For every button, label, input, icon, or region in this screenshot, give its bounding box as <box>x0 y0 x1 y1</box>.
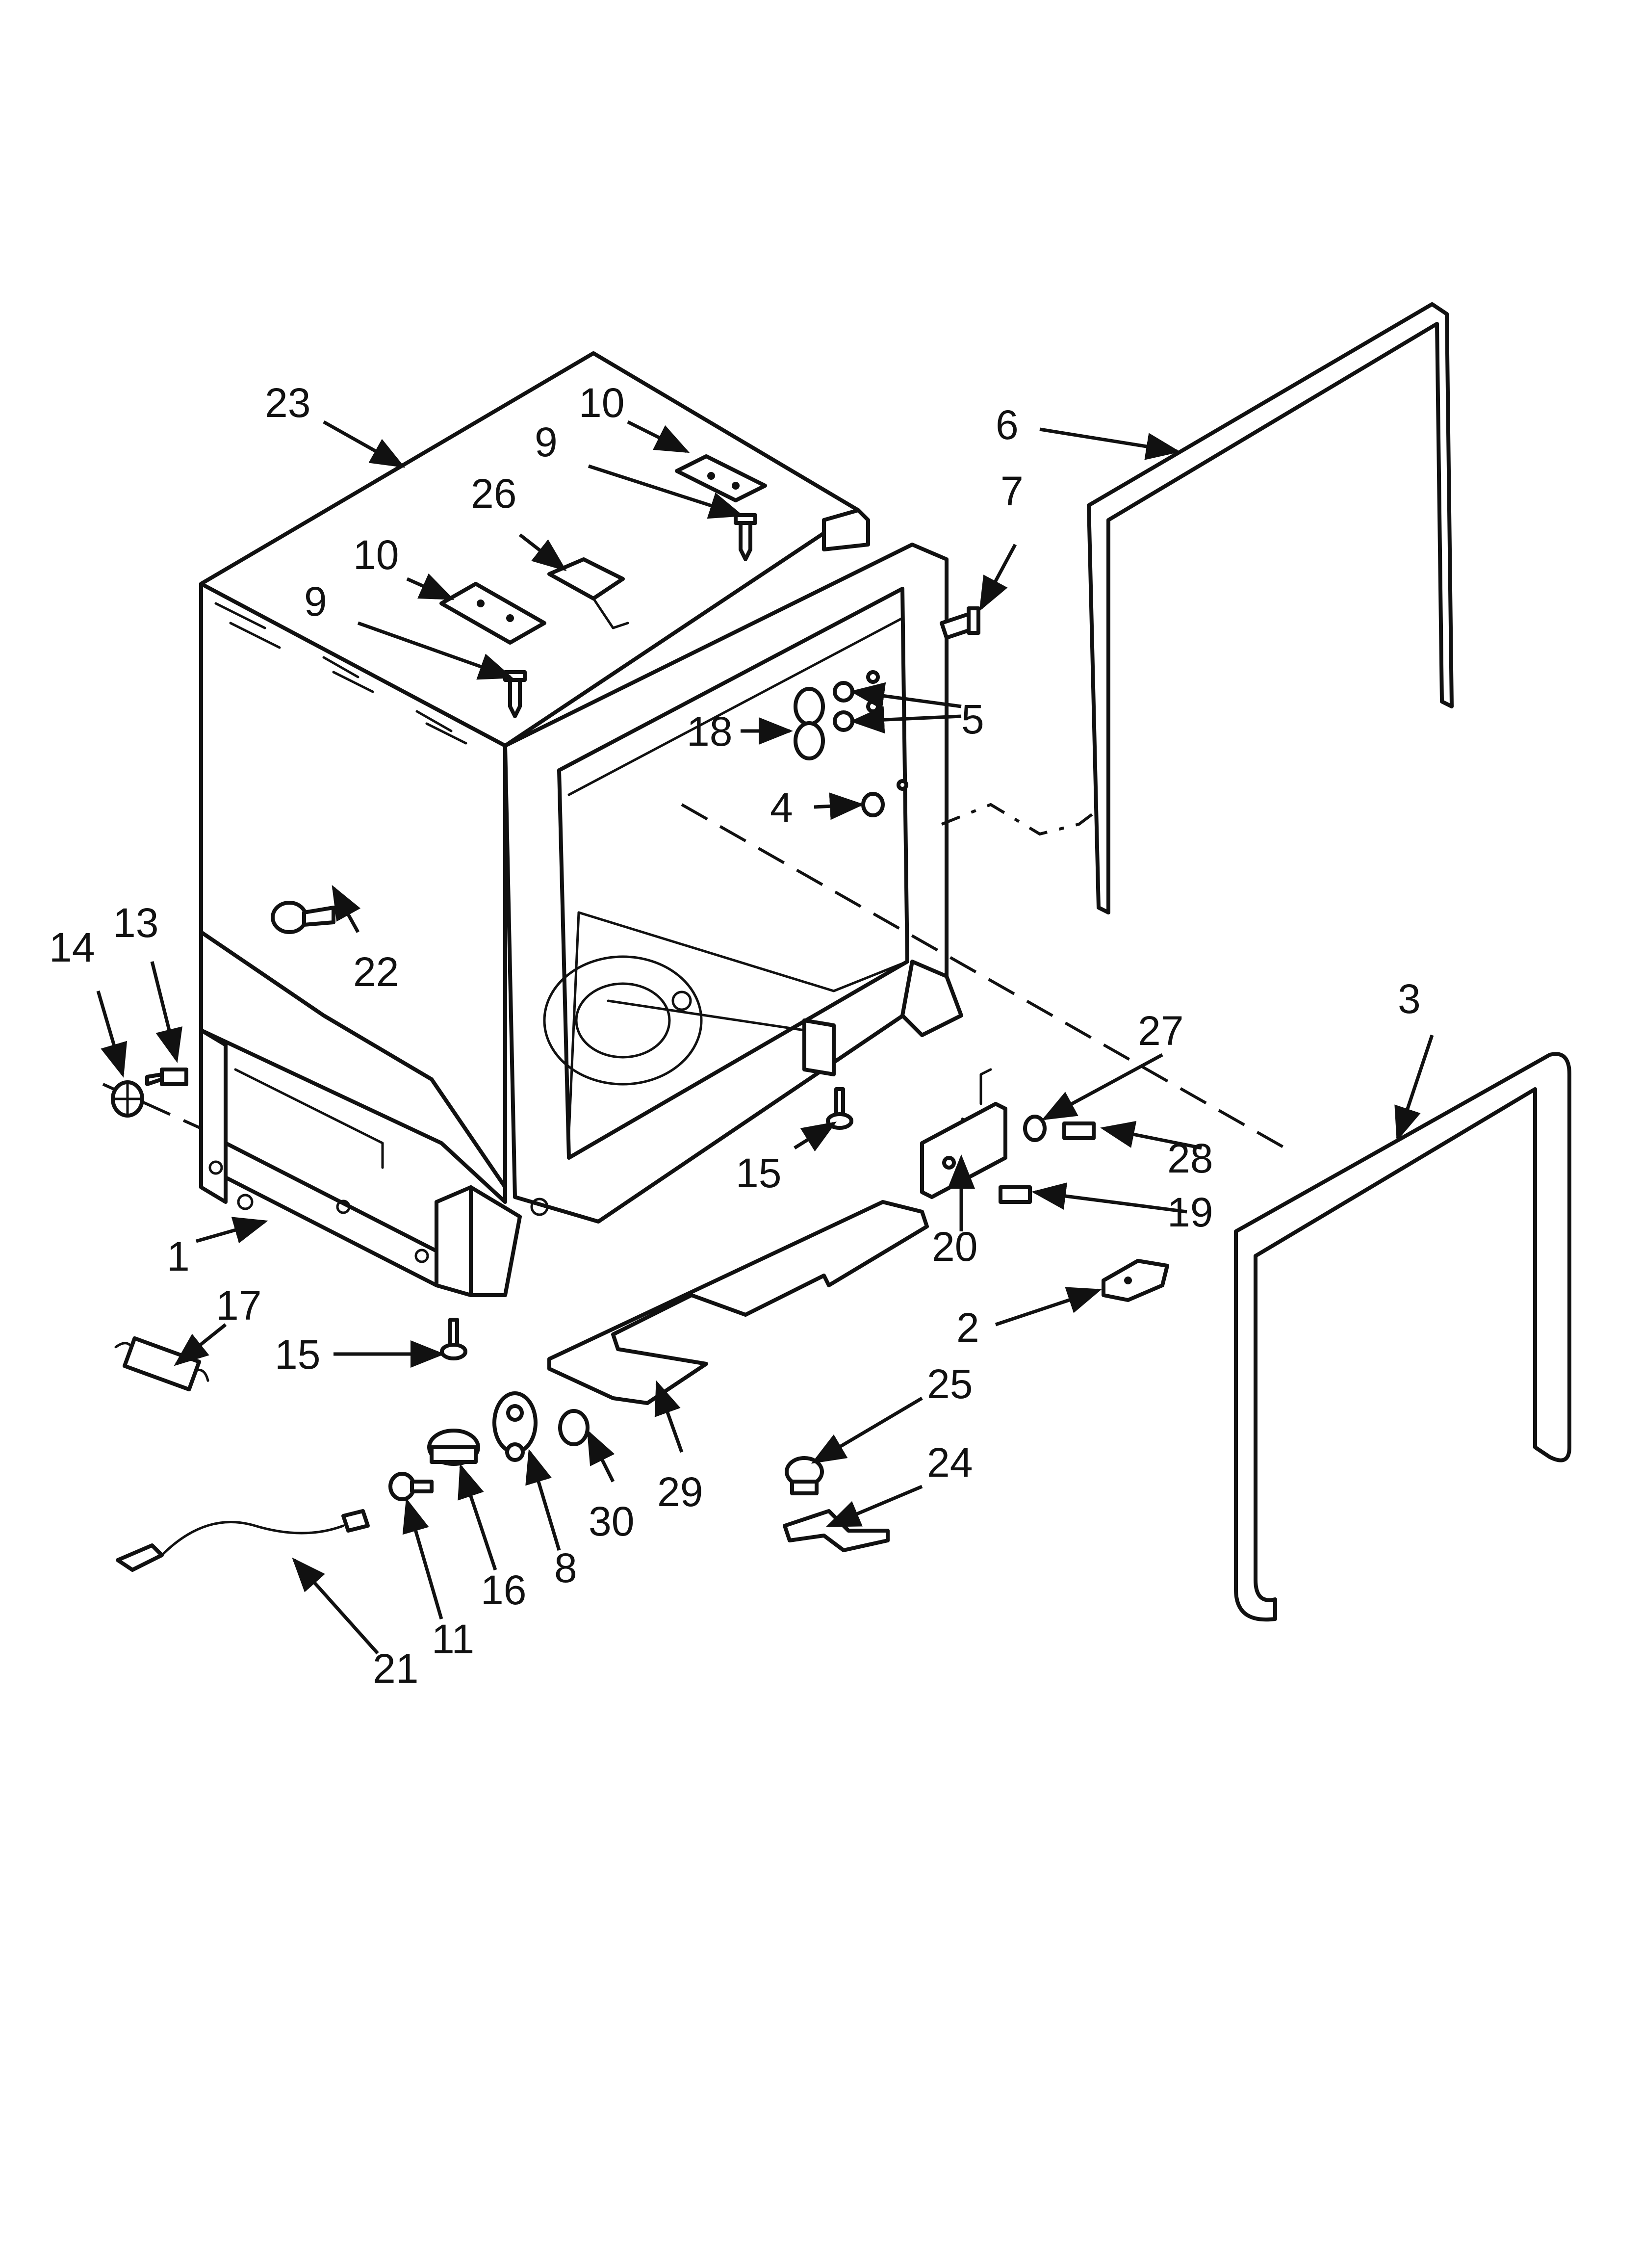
callout-16: 16 <box>481 1567 526 1613</box>
alignment-line <box>681 803 1286 1149</box>
callout-7: 7 <box>1001 468 1024 514</box>
foot-pad-icon <box>440 1318 467 1360</box>
callout-10: 10 <box>353 532 399 578</box>
callout-8: 8 <box>554 1545 577 1591</box>
callout-21: 21 <box>373 1645 418 1692</box>
callout-labels: 23 10 9 26 10 9 6 7 5 18 4 22 14 13 3 27… <box>49 380 1421 1692</box>
switch-bracket-icon <box>783 1509 890 1552</box>
switch-icon <box>785 1456 824 1495</box>
wheel-icon <box>427 1429 480 1466</box>
screw-icon <box>145 1068 188 1086</box>
callout-22: 22 <box>353 949 399 995</box>
callout-9: 9 <box>304 578 327 625</box>
spring-icon <box>114 1336 209 1392</box>
callout-18: 18 <box>687 708 732 755</box>
callout-5: 5 <box>961 696 984 742</box>
callout-20: 20 <box>932 1224 977 1270</box>
callout-23: 23 <box>265 380 310 426</box>
callout-29: 29 <box>657 1469 703 1515</box>
callout-17: 17 <box>216 1282 261 1329</box>
callout-30: 30 <box>589 1498 634 1544</box>
callout-11: 11 <box>432 1616 474 1662</box>
mounting-bracket-icon <box>675 454 767 502</box>
screw-icon <box>940 606 980 640</box>
foot-pad-icon <box>826 1087 853 1130</box>
mounting-bracket-icon <box>439 582 546 645</box>
callout-4: 4 <box>770 784 793 831</box>
callout-10: 10 <box>579 380 624 426</box>
access-panel-icon <box>547 1200 929 1405</box>
bracket-group-icon <box>920 1068 1096 1204</box>
callout-15: 15 <box>275 1331 320 1378</box>
callout-2: 2 <box>956 1304 979 1351</box>
pin-icon <box>558 1409 590 1446</box>
push-fastener-icon <box>271 901 335 934</box>
callout-27: 27 <box>1138 1008 1183 1054</box>
latch-icon <box>1102 1259 1169 1302</box>
callout-15: 15 <box>736 1150 781 1196</box>
callout-1: 1 <box>167 1233 190 1279</box>
screw-icon <box>388 1472 434 1501</box>
callout-3: 3 <box>1398 976 1421 1022</box>
wire-harness-icon <box>116 1509 370 1572</box>
tub-assembly <box>199 351 963 1297</box>
callout-28: 28 <box>1167 1135 1213 1181</box>
callout-19: 19 <box>1167 1189 1213 1235</box>
alignment-line <box>941 803 1100 836</box>
callout-25: 25 <box>927 1361 973 1407</box>
callout-24: 24 <box>927 1439 973 1486</box>
callout-26: 26 <box>471 470 516 517</box>
leveling-foot-icon <box>111 1080 144 1118</box>
callout-6: 6 <box>996 402 1019 448</box>
callout-14: 14 <box>49 924 95 970</box>
callout-13: 13 <box>113 900 158 946</box>
roller-icon <box>794 687 825 760</box>
hinge-arm-icon <box>492 1391 538 1462</box>
callout-9: 9 <box>535 419 558 465</box>
door-gasket-icon <box>1087 302 1454 914</box>
tub-gasket-icon <box>1234 1052 1571 1622</box>
leader-arrows <box>96 420 1434 1655</box>
clip-icon <box>547 557 629 629</box>
